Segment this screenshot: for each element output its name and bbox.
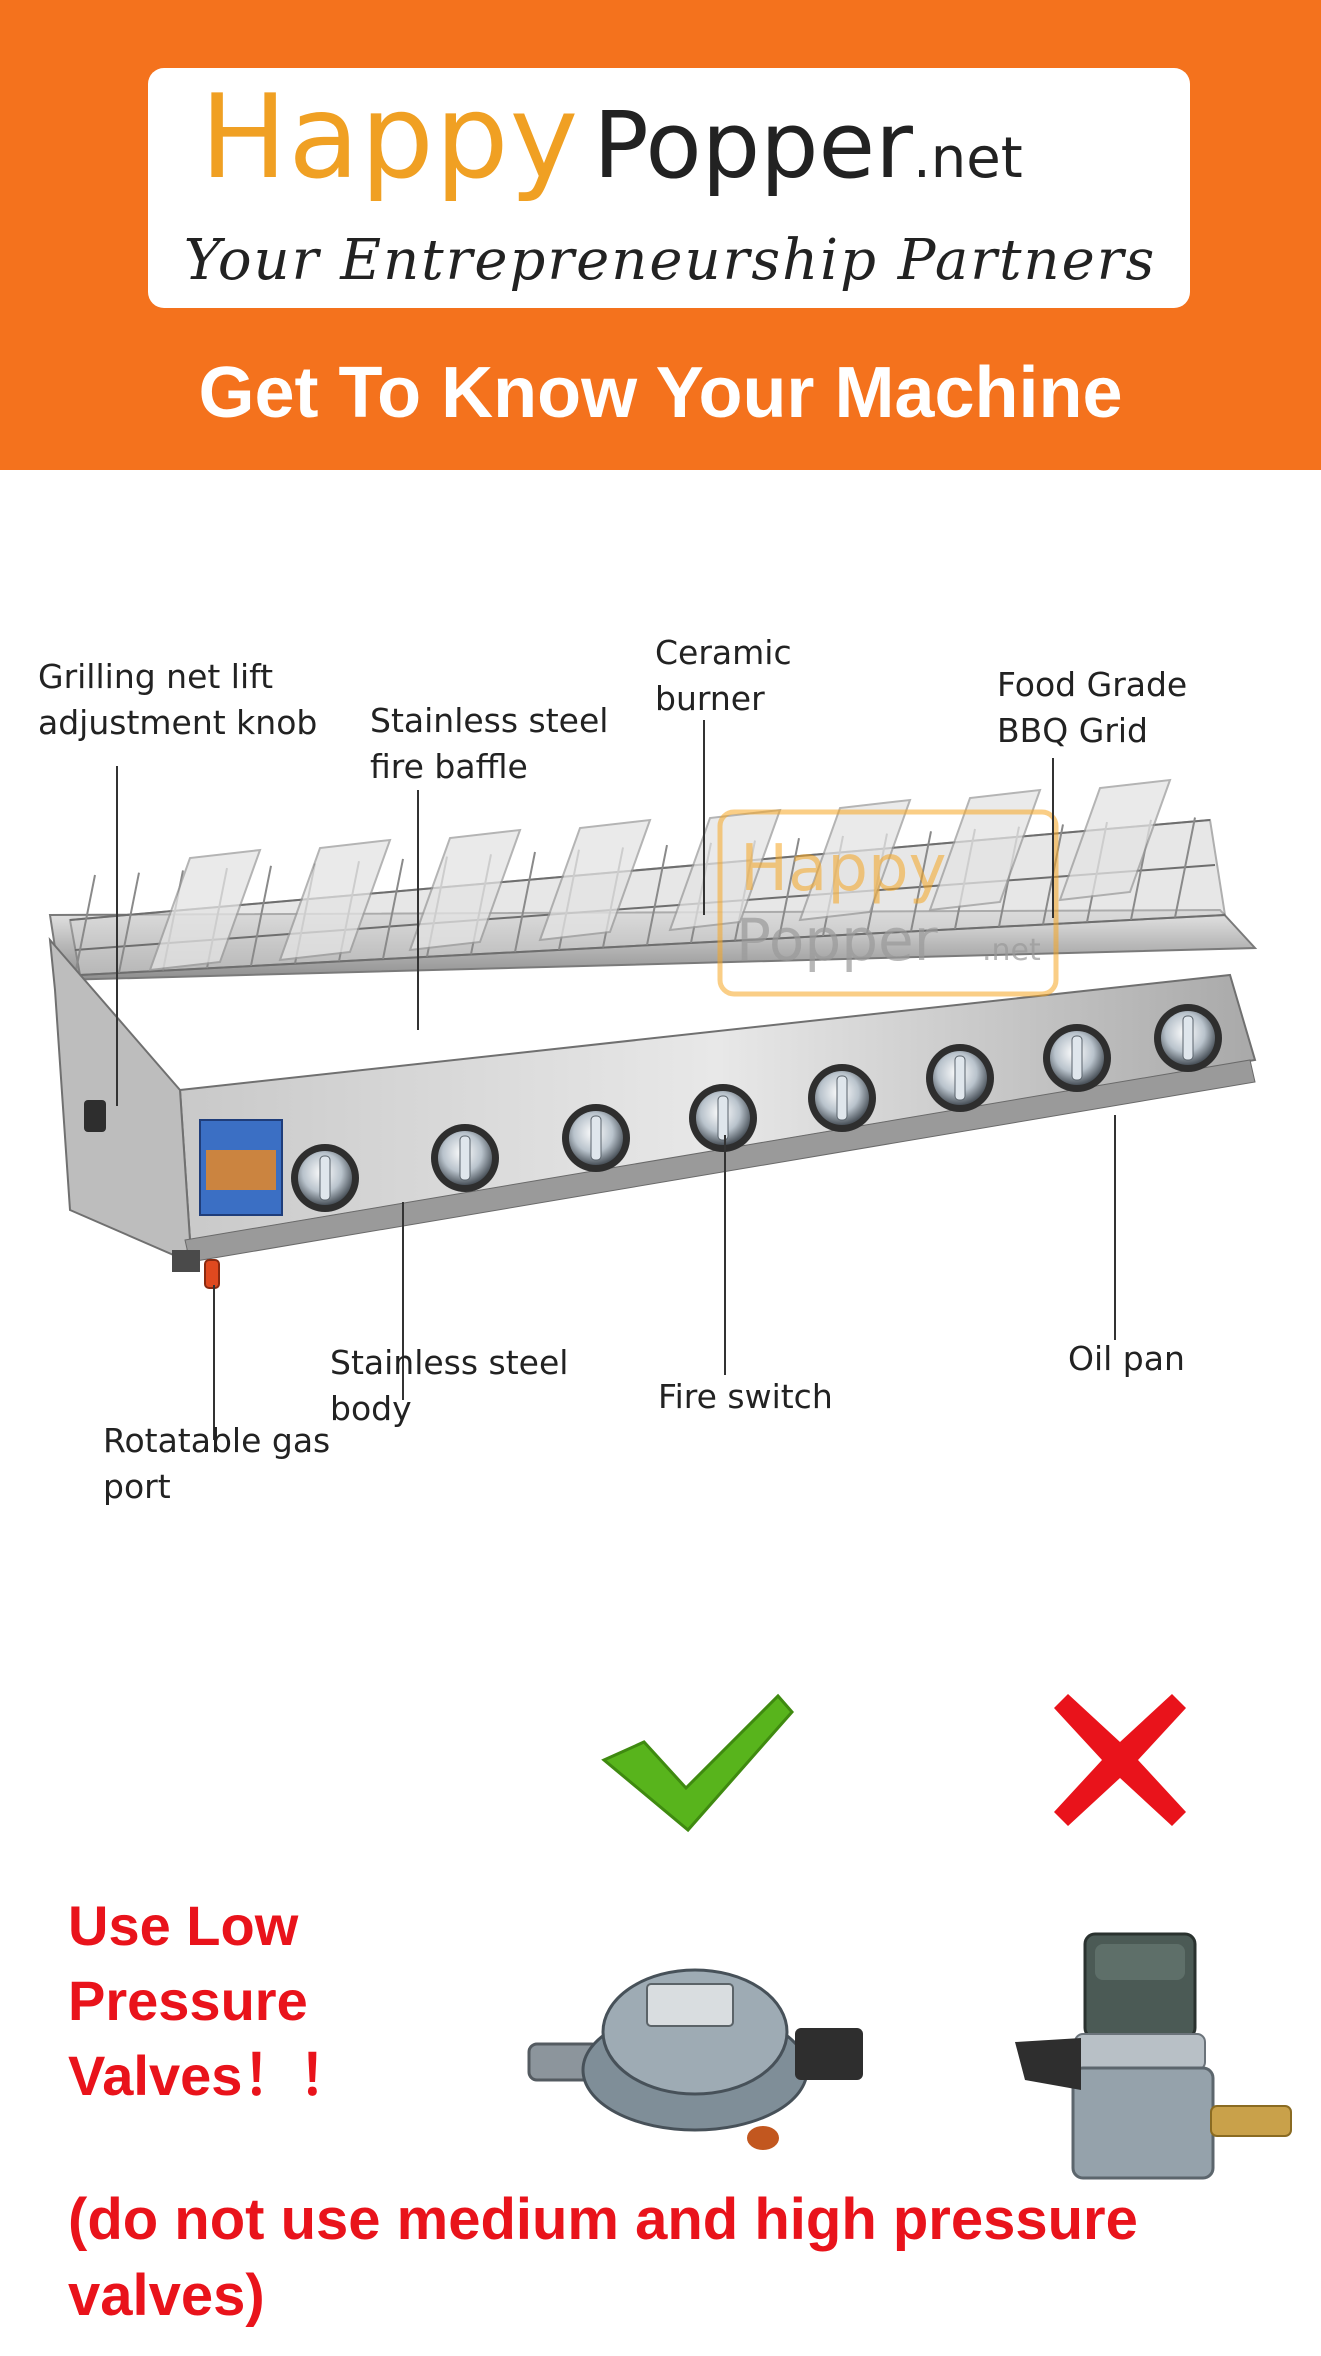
- callout-label: Oil pan: [1068, 1339, 1185, 1378]
- callout-fire-baffle: Stainless steel fire baffle: [370, 698, 608, 790]
- callout-label: adjustment knob: [38, 703, 318, 742]
- callout-steel-body: Stainless steel body: [330, 1340, 568, 1432]
- warning-line: Use Low: [68, 1894, 299, 1957]
- ceramic-burner: [1058, 778, 1172, 902]
- watermark-popper: Popper: [736, 906, 938, 974]
- fire-switch-knobs: [291, 1004, 1222, 1212]
- callout-oil-pan: Oil pan: [1068, 1336, 1185, 1382]
- leader-line: [417, 790, 419, 1030]
- leader-line: [1114, 1115, 1116, 1340]
- callout-label: burner: [655, 679, 765, 718]
- lift-knob: [84, 1100, 106, 1132]
- watermark-frame: [717, 809, 1059, 997]
- grid-rod: [118, 872, 140, 973]
- callout-bbq-grid: Food Grade BBQ Grid: [997, 662, 1187, 754]
- grid-rod: [250, 865, 272, 966]
- warning-low-pressure: Use Low Pressure Valves！！: [68, 1888, 354, 2113]
- ceramic-burners: [148, 778, 1172, 972]
- fire-switch-knob: [689, 1084, 757, 1152]
- fire-switch-knob: [808, 1064, 876, 1132]
- grid-rod: [910, 831, 932, 932]
- fire-switch-knob: [431, 1124, 499, 1192]
- ceramic-burner: [148, 848, 262, 972]
- callout-label: Grilling net lift: [38, 657, 274, 696]
- grid-rod: [74, 874, 96, 976]
- fire-switch-knob: [926, 1044, 994, 1112]
- logo-popper: Popper: [593, 92, 913, 199]
- grill-illustration: Happy Popper .net: [48, 778, 1258, 1289]
- ceramic-burner: [278, 838, 392, 962]
- callout-ceramic-burner: Ceramic burner: [655, 630, 792, 722]
- callout-label: body: [330, 1389, 412, 1428]
- watermark-tld: .net: [982, 933, 1041, 968]
- ceramic-burner: [928, 788, 1042, 912]
- low-pressure-valve-image: [527, 1968, 863, 2150]
- watermark-happy: Happy: [740, 832, 946, 906]
- callout-label: Food Grade: [997, 665, 1188, 704]
- leader-line: [402, 1202, 404, 1400]
- leader-line: [724, 1135, 726, 1375]
- logo-happy: Happy: [200, 70, 580, 205]
- warning-line: Valves！！: [68, 2044, 355, 2107]
- callout-label: fire baffle: [370, 747, 528, 786]
- ceramic-burner: [408, 828, 522, 952]
- fire-switch-knob: [1043, 1024, 1111, 1092]
- cross-icon: [1054, 1694, 1186, 1826]
- grill-foot: [172, 1250, 200, 1272]
- grid-rod: [382, 858, 404, 960]
- gas-port: [204, 1259, 220, 1289]
- callout-label: Ceramic: [655, 633, 792, 672]
- grid-rod: [514, 851, 536, 953]
- grid-rod: [646, 844, 668, 946]
- fire-switch-knob: [1154, 1004, 1222, 1072]
- logo-tagline: Your Entrepreneurship Partners: [183, 228, 1157, 293]
- callout-label: port: [103, 1467, 171, 1506]
- grid-rod: [1174, 817, 1196, 918]
- machine-diagram: Happy Popper .net Grilling net lift adju…: [0, 470, 1321, 1570]
- leader-line: [213, 1285, 215, 1440]
- side-body: [48, 936, 192, 1262]
- grid-rod: [778, 838, 800, 939]
- ceramic-burner: [538, 818, 652, 942]
- leader-line: [116, 766, 118, 1106]
- callout-label: Fire switch: [658, 1377, 833, 1416]
- callout-label: Stainless steel: [330, 1343, 569, 1382]
- callout-fire-switch: Fire switch: [658, 1374, 833, 1420]
- callout-label: Rotatable gas: [103, 1421, 331, 1460]
- callout-label: BBQ Grid: [997, 711, 1148, 750]
- logo-tld: .net: [912, 126, 1023, 191]
- leader-line: [1052, 758, 1054, 918]
- check-icon: [601, 1693, 794, 1833]
- leader-line: [703, 720, 705, 915]
- warning-line: Pressure: [68, 1969, 308, 2032]
- callout-label: Stainless steel: [370, 701, 609, 740]
- warning-note: (do not use medium and high pressure val…: [68, 2187, 1138, 2328]
- fire-switch-knob: [291, 1144, 359, 1212]
- ceramic-burner: [798, 798, 912, 922]
- high-pressure-valve-image: [1015, 1932, 1292, 2180]
- callout-grilling-net-knob: Grilling net lift adjustment knob: [38, 654, 317, 746]
- callout-gas-port: Rotatable gas port: [103, 1418, 330, 1510]
- fire-switch-knob: [562, 1104, 630, 1172]
- page-title: Get To Know Your Machine: [198, 353, 1123, 433]
